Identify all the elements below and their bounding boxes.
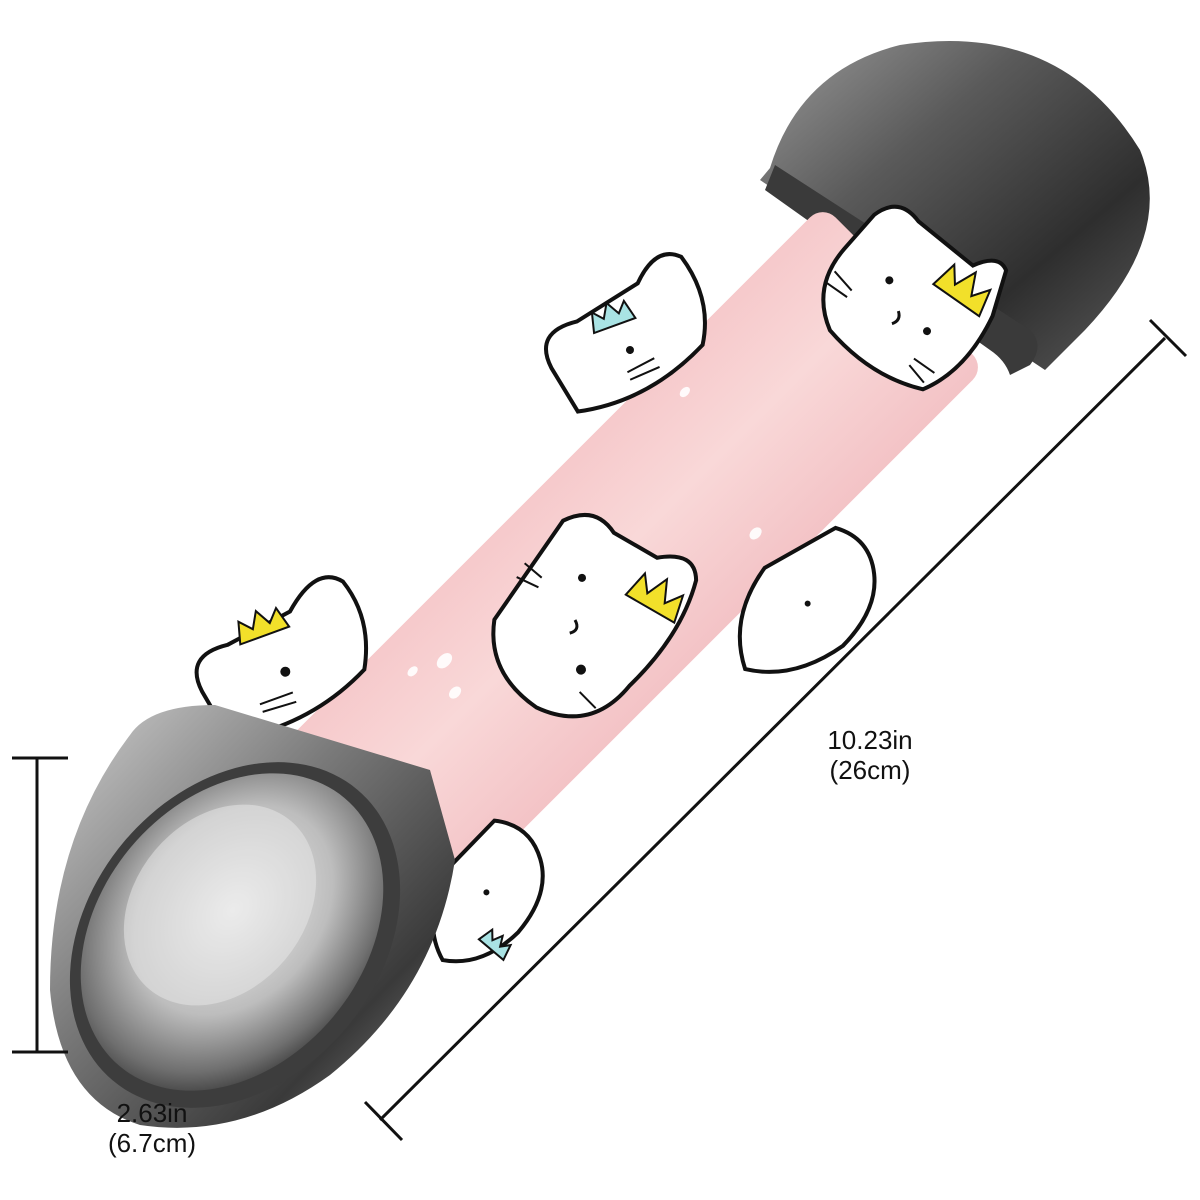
cat-head-icon: [821, 204, 1009, 392]
bottle-base: [50, 705, 455, 1128]
cat-head-icon: [491, 512, 699, 719]
length-centimeters: (26cm): [829, 755, 911, 785]
length-label: 10.23in (26cm): [790, 725, 950, 785]
crown-icon: [931, 262, 993, 318]
diameter-dimension-line: [12, 756, 68, 1054]
crown-icon: [590, 298, 637, 335]
crown-icon: [477, 927, 513, 962]
length-inches: 10.23in: [827, 725, 913, 755]
diameter-centimeters: (6.7cm): [107, 1128, 197, 1158]
length-dimension-line: [363, 318, 1188, 1142]
diameter-inches: 2.63in: [116, 1098, 188, 1128]
cat-head-icon: [544, 252, 707, 414]
cat-head-icon: [737, 525, 877, 674]
crown-icon: [237, 605, 291, 646]
diameter-label: 2.63in (6.7cm): [82, 1098, 222, 1158]
cat-head-icon: [194, 575, 369, 742]
crown-icon: [624, 571, 685, 625]
